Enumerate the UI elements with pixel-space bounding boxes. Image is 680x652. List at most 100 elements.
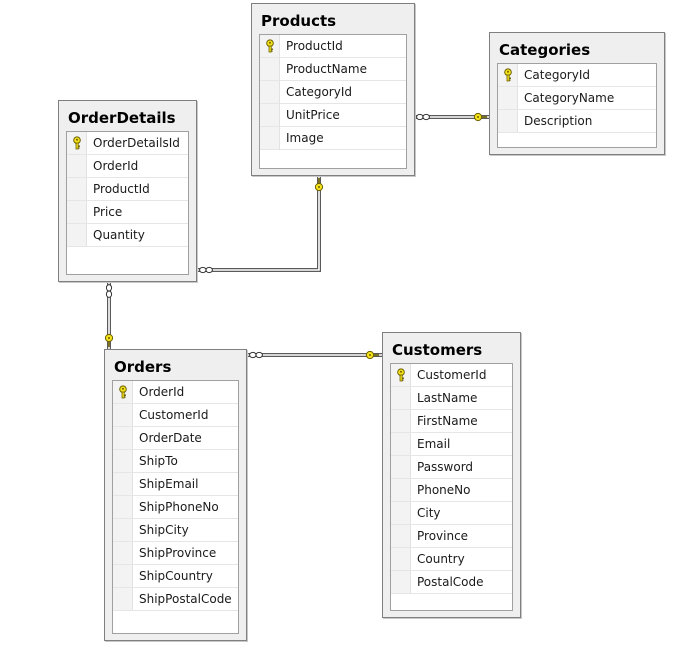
column-row[interactable]: ProductName — [260, 58, 406, 81]
column-name: ShipEmail — [139, 477, 199, 491]
column-row[interactable]: Password — [391, 456, 512, 479]
column-name: Description — [524, 114, 593, 128]
column-name: LastName — [417, 391, 478, 405]
table-title: Products — [261, 12, 337, 30]
column-row[interactable]: Image — [260, 127, 406, 150]
column-row[interactable]: ProductId — [67, 178, 188, 201]
relationship-key-icon — [314, 178, 324, 192]
row-selector — [113, 450, 133, 472]
column-row[interactable]: CustomerId — [113, 404, 238, 427]
row-selector — [391, 410, 411, 432]
column-row[interactable]: Email — [391, 433, 512, 456]
relationship-products-categories — [415, 112, 489, 122]
column-name: Email — [417, 437, 451, 451]
table-title: Categories — [499, 41, 591, 59]
column-name: ShipCountry — [139, 569, 213, 583]
row-selector — [391, 456, 411, 478]
primary-key-icon — [397, 368, 405, 382]
column-row[interactable]: OrderId — [67, 155, 188, 178]
column-name: ProductId — [286, 39, 343, 53]
column-name: Quantity — [93, 228, 145, 242]
row-selector — [260, 58, 280, 80]
row-selector — [391, 479, 411, 501]
column-row[interactable]: Province — [391, 525, 512, 548]
column-name: Province — [417, 529, 469, 543]
column-row[interactable]: FirstName — [391, 410, 512, 433]
column-name: CustomerId — [139, 408, 209, 422]
relationship-key-icon — [365, 350, 379, 360]
column-name: ShipCity — [139, 523, 189, 537]
row-selector — [113, 404, 133, 426]
relationship-orderdetails-products — [197, 176, 324, 274]
column-row[interactable]: Quantity — [67, 224, 188, 247]
row-selector — [260, 104, 280, 126]
column-row[interactable]: ShipEmail — [113, 473, 238, 496]
column-row[interactable]: OrderDetailsId — [67, 132, 188, 155]
row-selector — [391, 525, 411, 547]
column-row[interactable]: OrderDate — [113, 427, 238, 450]
primary-key-icon — [119, 385, 127, 399]
column-row[interactable]: CategoryId — [260, 81, 406, 104]
column-name: Image — [286, 131, 324, 145]
row-selector — [391, 548, 411, 570]
row-selector — [113, 496, 133, 518]
row-selector — [391, 433, 411, 455]
row-selector — [391, 387, 411, 409]
column-row[interactable]: LastName — [391, 387, 512, 410]
column-row[interactable]: ShipCity — [113, 519, 238, 542]
column-name: OrderDate — [139, 431, 202, 445]
column-row[interactable]: OrderId — [113, 381, 238, 404]
table-title: OrderDetails — [68, 109, 176, 127]
column-name: CategoryId — [524, 68, 590, 82]
column-name: CategoryId — [286, 85, 352, 99]
column-row[interactable]: CategoryName — [498, 87, 656, 110]
column-name: ShipPhoneNo — [139, 500, 219, 514]
column-row[interactable]: Price — [67, 201, 188, 224]
column-name: PostalCode — [417, 575, 484, 589]
row-selector — [67, 178, 87, 200]
row-selector — [391, 502, 411, 524]
row-selector — [113, 473, 133, 495]
column-row[interactable]: PostalCode — [391, 571, 512, 594]
column-row[interactable]: UnitPrice — [260, 104, 406, 127]
relationship-orders-customers — [247, 350, 382, 360]
row-selector — [260, 81, 280, 103]
table-title: Customers — [392, 341, 483, 359]
relationship-key-icon — [104, 333, 114, 347]
column-row[interactable]: City — [391, 502, 512, 525]
column-row[interactable]: ShipProvince — [113, 542, 238, 565]
column-row[interactable]: ShipCountry — [113, 565, 238, 588]
column-row[interactable]: ShipPostalCode — [113, 588, 238, 611]
row-selector — [260, 127, 280, 149]
column-row[interactable]: Description — [498, 110, 656, 133]
row-selector — [113, 588, 133, 610]
column-row[interactable]: ShipTo — [113, 450, 238, 473]
relationship-key-icon — [473, 112, 487, 122]
column-row[interactable]: Country — [391, 548, 512, 571]
column-row[interactable]: CustomerId — [391, 364, 512, 387]
column-name: ProductName — [286, 62, 367, 76]
column-name: OrderId — [139, 385, 185, 399]
column-row[interactable]: PhoneNo — [391, 479, 512, 502]
column-name: OrderId — [93, 159, 139, 173]
column-name: ShipTo — [139, 454, 178, 468]
column-name: UnitPrice — [286, 108, 340, 122]
column-row[interactable]: CategoryId — [498, 64, 656, 87]
row-selector — [391, 571, 411, 593]
column-name: FirstName — [417, 414, 478, 428]
row-selector — [391, 364, 411, 386]
column-row[interactable]: ShipPhoneNo — [113, 496, 238, 519]
column-row[interactable]: ProductId — [260, 35, 406, 58]
row-selector — [113, 519, 133, 541]
primary-key-icon — [266, 39, 274, 53]
